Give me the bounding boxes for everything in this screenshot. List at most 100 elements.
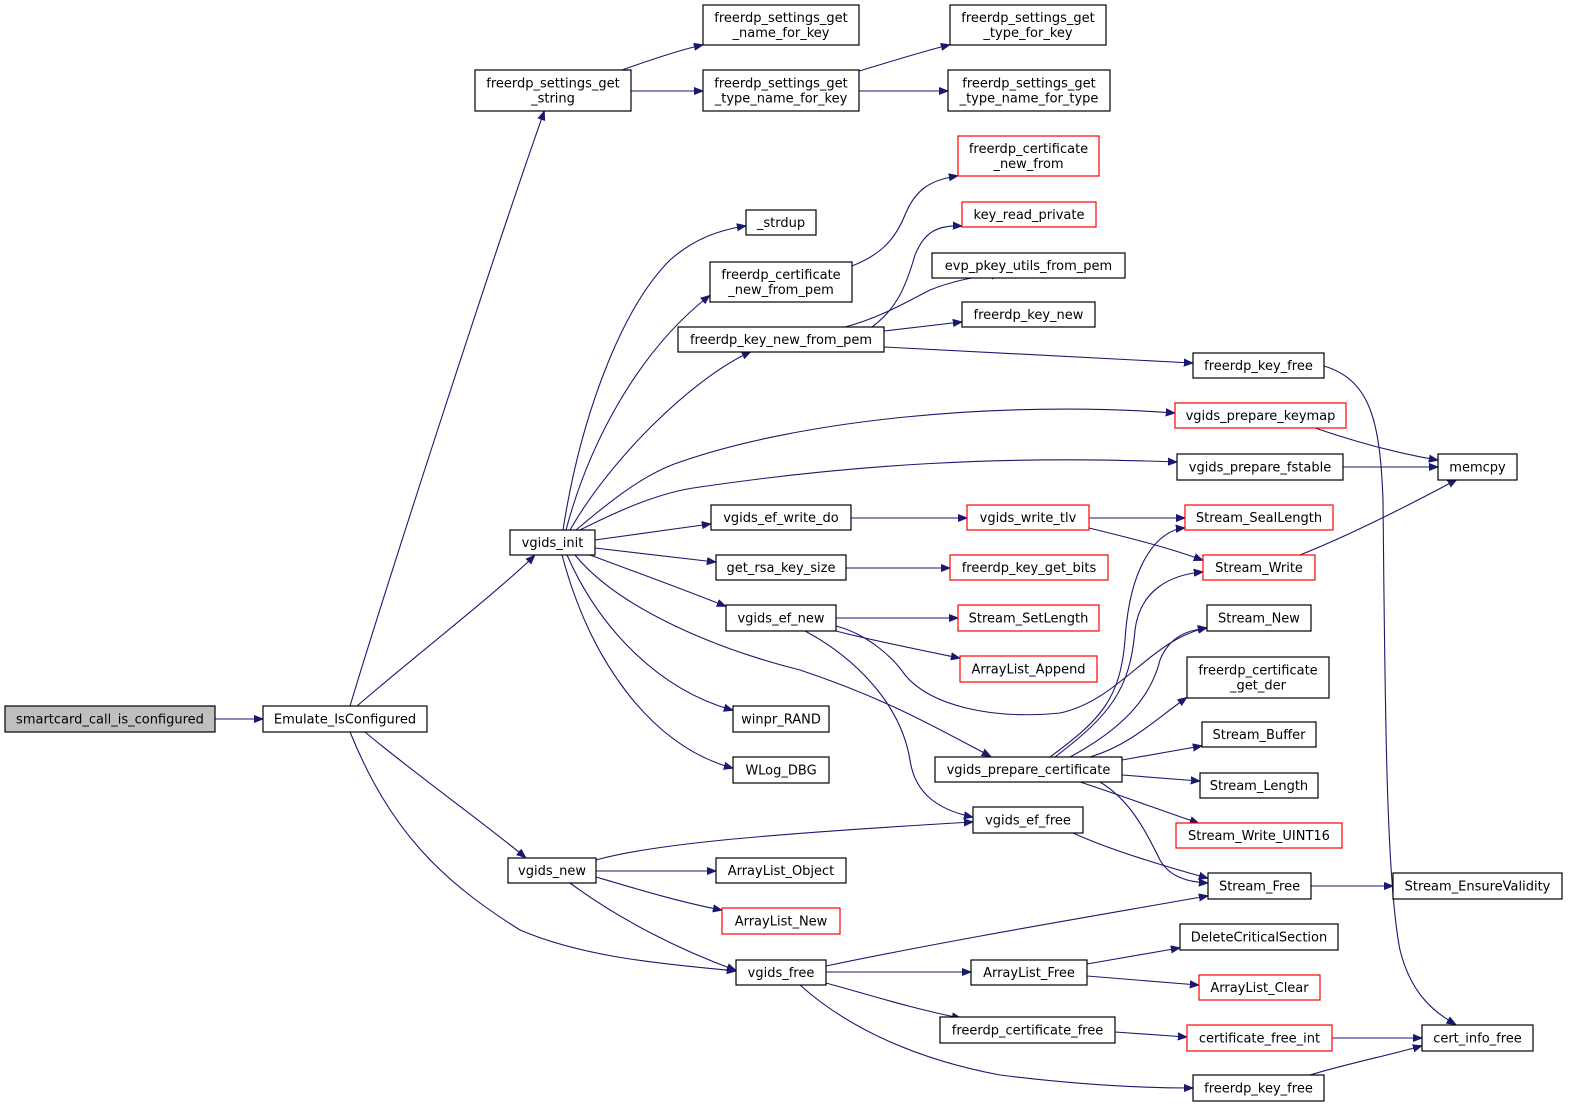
node-box[interactable]: [1174, 402, 1347, 429]
node-box[interactable]: [725, 604, 837, 632]
node-freerdp-settings-get-type-name-for-key[interactable]: freerdp_settings_get_type_name_for_key: [702, 69, 860, 112]
node-vgids-init[interactable]: vgids_init: [509, 529, 596, 556]
node-arraylist-object[interactable]: ArrayList_Object: [715, 857, 847, 884]
node-box[interactable]: [961, 301, 1096, 328]
node-box[interactable]: [1199, 772, 1319, 799]
node-box[interactable]: [715, 857, 847, 884]
node-box[interactable]: [957, 135, 1100, 177]
node-stream-write-uint16[interactable]: Stream_Write_UINT16: [1175, 822, 1343, 849]
node-memcpy[interactable]: memcpy: [1437, 453, 1518, 481]
node-freerdp-key-get-bits[interactable]: freerdp_key_get_bits: [949, 554, 1109, 581]
node-box[interactable]: [1184, 504, 1334, 531]
node-vgids-free[interactable]: vgids_free: [735, 959, 827, 986]
node-freerdp-settings-get-string[interactable]: freerdp_settings_get_string: [474, 69, 632, 112]
node-key-read-private[interactable]: key_read_private: [961, 201, 1097, 228]
node-box[interactable]: [677, 326, 885, 353]
node-box[interactable]: [1176, 453, 1344, 481]
node-box[interactable]: [972, 806, 1084, 834]
node-stream-seallength[interactable]: Stream_SealLength: [1184, 504, 1334, 531]
node-freerdp-settings-get-type-name-for-type[interactable]: freerdp_settings_get_type_name_for_type: [947, 69, 1111, 112]
node-vgids-ef-free[interactable]: vgids_ef_free: [972, 806, 1084, 834]
node-arraylist-free[interactable]: ArrayList_Free: [970, 959, 1088, 986]
node-box[interactable]: [934, 756, 1123, 783]
node-stream-length[interactable]: Stream_Length: [1199, 772, 1319, 799]
node-freerdp-settings-get-type-for-key[interactable]: freerdp_settings_get_type_for_key: [949, 4, 1107, 46]
node-vgids-prepare-keymap[interactable]: vgids_prepare_keymap: [1174, 402, 1347, 429]
node-stream-setlength[interactable]: Stream_SetLength: [957, 604, 1100, 632]
node-box[interactable]: [939, 1016, 1116, 1044]
node-vgids-prepare-certificate[interactable]: vgids_prepare_certificate: [934, 756, 1123, 783]
node-box[interactable]: [732, 756, 830, 784]
node-box[interactable]: [1192, 352, 1325, 379]
node-stream-ensurevalidity[interactable]: Stream_EnsureValidity: [1392, 872, 1563, 900]
node-box[interactable]: [957, 604, 1100, 632]
node-freerdp-key-free-bottom[interactable]: freerdp_key_free: [1192, 1074, 1325, 1102]
node-box[interactable]: [702, 4, 860, 46]
node-stream-new[interactable]: Stream_New: [1206, 604, 1312, 632]
node-cert-info-free[interactable]: cert_info_free: [1421, 1024, 1534, 1052]
node-box[interactable]: [474, 69, 632, 112]
node-arraylist-clear[interactable]: ArrayList_Clear: [1198, 974, 1321, 1001]
node-box[interactable]: [509, 529, 596, 556]
node-smartcard-call-is-configured[interactable]: smartcard_call_is_configured: [4, 705, 216, 733]
node-certificate-free-int[interactable]: certificate_free_int: [1186, 1024, 1333, 1052]
node-box[interactable]: [949, 4, 1107, 46]
node-box[interactable]: [1198, 974, 1321, 1001]
node-box[interactable]: [735, 959, 827, 986]
node-box[interactable]: [1175, 822, 1343, 849]
node-box[interactable]: [4, 705, 216, 733]
node-freerdp-certificate-new-from-pem[interactable]: freerdp_certificate_new_from_pem: [709, 261, 853, 303]
node-evp-pkey-utils-from-pem[interactable]: evp_pkey_utils_from_pem: [931, 252, 1126, 279]
node-stream-buffer[interactable]: Stream_Buffer: [1201, 721, 1317, 748]
node-vgids-new[interactable]: vgids_new: [507, 857, 597, 884]
node-freerdp-key-free-top[interactable]: freerdp_key_free: [1192, 352, 1325, 379]
node-winpr-rand[interactable]: winpr_RAND: [732, 705, 830, 733]
node-box[interactable]: [1186, 1024, 1333, 1052]
node-box[interactable]: [949, 554, 1109, 581]
node-arraylist-new[interactable]: ArrayList_New: [721, 907, 841, 935]
node-box[interactable]: [732, 705, 830, 733]
node-freerdp-certificate-new-from[interactable]: freerdp_certificate_new_from: [957, 135, 1100, 177]
node-vgids-write-tlv[interactable]: vgids_write_tlv: [966, 504, 1090, 531]
node-stream-write[interactable]: Stream_Write: [1202, 554, 1316, 581]
node-vgids-prepare-fstable[interactable]: vgids_prepare_fstable: [1176, 453, 1344, 481]
node-box[interactable]: [931, 252, 1126, 279]
node-vgids-ef-new[interactable]: vgids_ef_new: [725, 604, 837, 632]
node-box[interactable]: [1192, 1074, 1325, 1102]
node-freerdp-key-new[interactable]: freerdp_key_new: [961, 301, 1096, 328]
node-box[interactable]: [745, 209, 817, 236]
node-box[interactable]: [1206, 604, 1312, 632]
node-box[interactable]: [1202, 554, 1316, 581]
node-box[interactable]: [1201, 721, 1317, 748]
node-get-rsa-key-size[interactable]: get_rsa_key_size: [715, 554, 847, 581]
node--strdup[interactable]: _strdup: [745, 209, 817, 236]
node-box[interactable]: [966, 504, 1090, 531]
node-box[interactable]: [1207, 872, 1312, 900]
node-wlog-dbg[interactable]: WLog_DBG: [732, 756, 830, 784]
node-box[interactable]: [1421, 1024, 1534, 1052]
node-box[interactable]: [721, 907, 841, 935]
node-box[interactable]: [262, 705, 428, 733]
node-freerdp-key-new-from-pem[interactable]: freerdp_key_new_from_pem: [677, 326, 885, 353]
node-freerdp-certificate-get-der[interactable]: freerdp_certificate_get_der: [1186, 656, 1330, 699]
node-box[interactable]: [702, 69, 860, 112]
node-box[interactable]: [1437, 453, 1518, 481]
node-stream-free[interactable]: Stream_Free: [1207, 872, 1312, 900]
node-box[interactable]: [970, 959, 1088, 986]
node-box[interactable]: [710, 504, 852, 531]
node-emulate-isconfigured[interactable]: Emulate_IsConfigured: [262, 705, 428, 733]
node-box[interactable]: [959, 655, 1098, 683]
node-box[interactable]: [1179, 923, 1339, 951]
node-box[interactable]: [709, 261, 853, 303]
node-box[interactable]: [1186, 656, 1330, 699]
node-box[interactable]: [507, 857, 597, 884]
node-box[interactable]: [1392, 872, 1563, 900]
node-box[interactable]: [961, 201, 1097, 228]
node-deletecriticalsection[interactable]: DeleteCriticalSection: [1179, 923, 1339, 951]
node-box[interactable]: [947, 69, 1111, 112]
node-box[interactable]: [715, 554, 847, 581]
node-vgids-ef-write-do[interactable]: vgids_ef_write_do: [710, 504, 852, 531]
node-freerdp-certificate-free[interactable]: freerdp_certificate_free: [939, 1016, 1116, 1044]
node-arraylist-append[interactable]: ArrayList_Append: [959, 655, 1098, 683]
node-freerdp-settings-get-name-for-key[interactable]: freerdp_settings_get_name_for_key: [702, 4, 860, 46]
